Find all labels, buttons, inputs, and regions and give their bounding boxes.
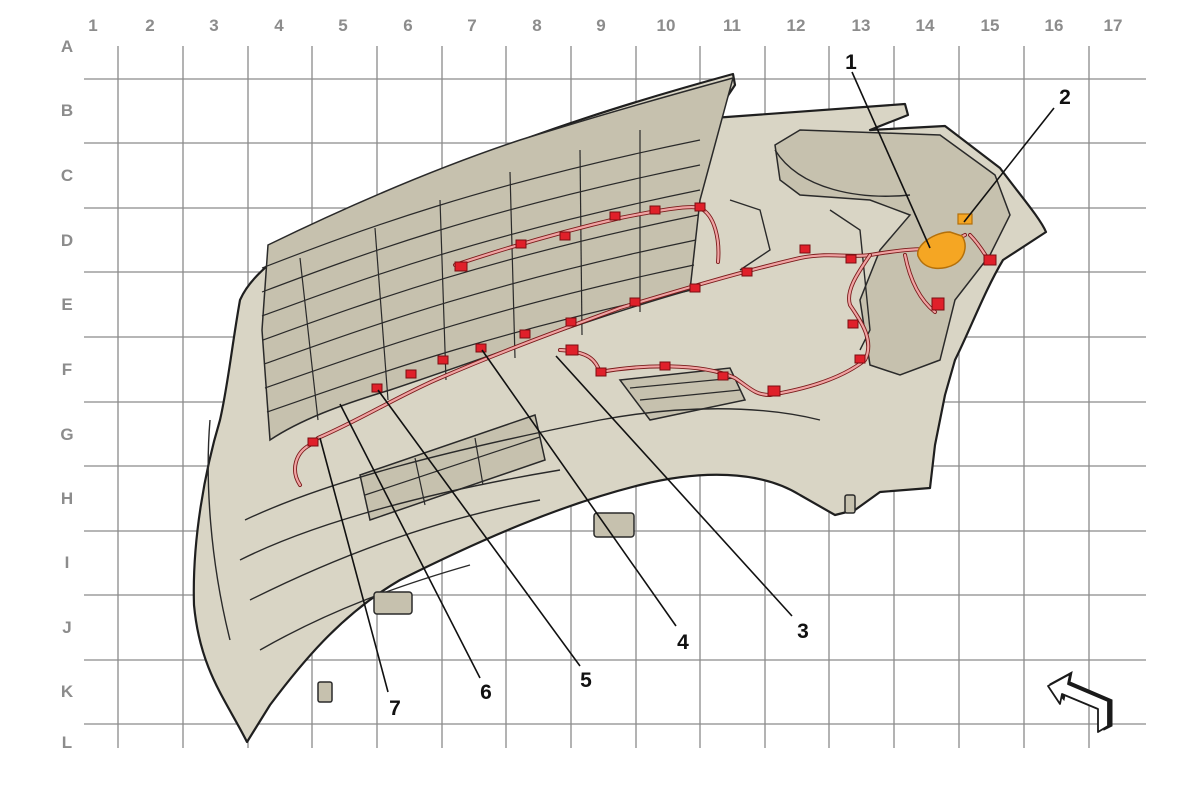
column-label: 11 xyxy=(723,16,741,35)
row-labels: A B C D E F G H I J K L xyxy=(60,37,73,752)
row-label: A xyxy=(61,37,73,56)
column-label: 17 xyxy=(1104,16,1123,35)
row-label: C xyxy=(61,166,73,185)
column-label: 1 xyxy=(88,16,97,35)
module-connector xyxy=(957,213,973,225)
row-label: H xyxy=(61,489,73,508)
column-label: 13 xyxy=(852,16,871,35)
callout-7: 7 xyxy=(389,697,401,720)
column-label: 8 xyxy=(532,16,541,35)
lower-tab-left xyxy=(317,681,333,703)
row-label: L xyxy=(62,733,72,752)
leader-5 xyxy=(377,389,581,667)
column-label: 9 xyxy=(596,16,605,35)
leader-4 xyxy=(481,349,677,627)
column-label: 10 xyxy=(657,16,676,35)
column-label: 4 xyxy=(274,16,284,35)
column-label: 15 xyxy=(981,16,1000,35)
lower-tab-right xyxy=(844,494,856,514)
callout-6: 6 xyxy=(480,681,492,704)
column-label: 2 xyxy=(145,16,154,35)
callout-3: 3 xyxy=(797,620,809,643)
row-label: B xyxy=(61,101,73,120)
leader-1 xyxy=(851,71,931,249)
column-label: 3 xyxy=(209,16,218,35)
row-label: D xyxy=(61,231,73,250)
right-lower-vent xyxy=(618,367,747,421)
leader-3 xyxy=(555,355,793,617)
callout-5: 5 xyxy=(580,669,592,692)
column-label: 14 xyxy=(916,16,935,35)
leader-2 xyxy=(963,107,1055,223)
bumper-fascia xyxy=(192,72,1048,744)
row-label: G xyxy=(60,425,73,444)
callouts: 1 2 3 4 5 6 7 xyxy=(389,51,1071,720)
row-label: J xyxy=(62,618,71,637)
leader-lines xyxy=(319,71,1055,693)
direction-arrow-icon xyxy=(1047,671,1113,733)
column-label: 12 xyxy=(787,16,806,35)
grille-slats xyxy=(261,130,701,421)
row-label: E xyxy=(61,295,72,314)
column-label: 5 xyxy=(338,16,347,35)
callout-4: 4 xyxy=(677,631,689,654)
tow-hook-cover xyxy=(373,591,413,615)
leader-6 xyxy=(339,403,481,679)
callout-2: 2 xyxy=(1059,86,1071,109)
row-label: K xyxy=(61,682,74,701)
leader-7 xyxy=(319,437,389,693)
row-label: I xyxy=(65,553,70,572)
column-label: 6 xyxy=(403,16,412,35)
row-label: F xyxy=(62,360,72,379)
column-label: 7 xyxy=(467,16,476,35)
column-label: 16 xyxy=(1045,16,1064,35)
wiring-harness xyxy=(293,202,997,487)
harness-clips xyxy=(307,202,997,447)
upper-grille xyxy=(261,76,735,442)
column-labels: 1 2 3 4 5 6 7 8 9 10 11 12 13 14 15 16 1… xyxy=(88,16,1122,35)
callout-1: 1 xyxy=(845,51,857,74)
control-module xyxy=(917,231,966,270)
